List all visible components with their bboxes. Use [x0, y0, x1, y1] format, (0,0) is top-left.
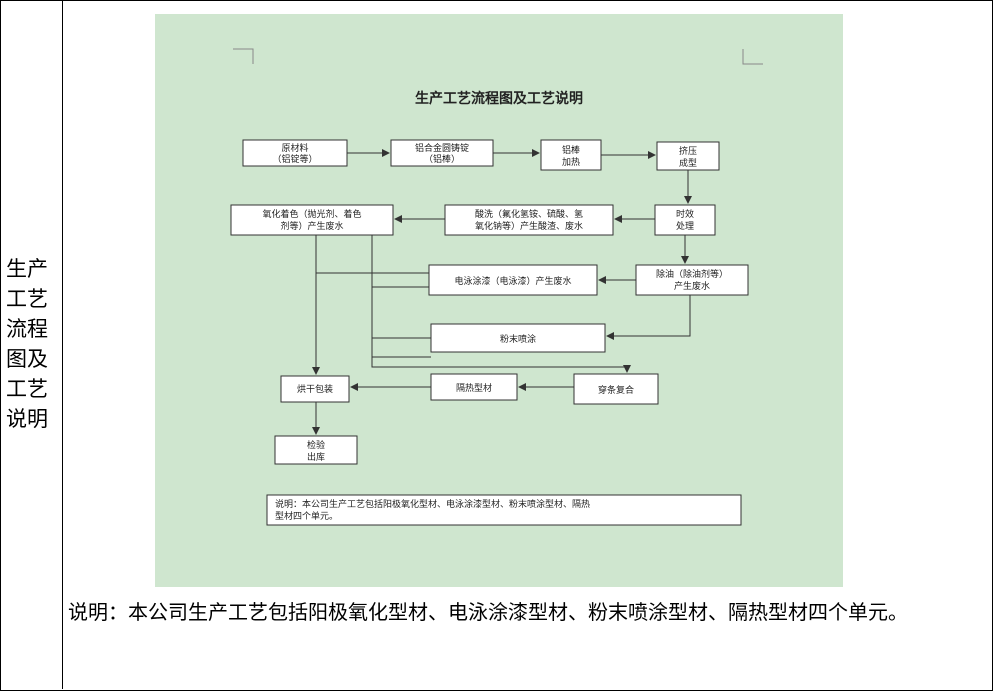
note-line: 型材四个单元。	[275, 510, 338, 522]
node-text: （铝锭等）	[272, 153, 317, 165]
corner-mark	[742, 49, 763, 65]
node-text: 处理	[676, 220, 694, 232]
box-oxidation-coloring	[230, 204, 394, 236]
row-label-line: 生产	[6, 257, 48, 281]
node-text: 氧化钠等）产生酸渣、废水	[475, 220, 583, 232]
corner-mark	[233, 48, 254, 64]
arrow	[371, 235, 631, 373]
process-flow-figure: 生产工艺流程图及工艺说明	[155, 14, 843, 587]
node-text: 剂等）产生废水	[280, 220, 343, 232]
row-label-line: 说明	[6, 407, 48, 431]
box-pickling	[444, 204, 614, 236]
row-label-line: 图及	[6, 347, 48, 371]
node-text: 铝棒	[562, 144, 580, 156]
box-alloy-casting	[390, 139, 494, 167]
column-divider	[62, 0, 63, 689]
process-description: 说明：本公司生产工艺包括阳极氧化型材、电泳涂漆型材、粉末喷涂型材、隔热型材四个单…	[68, 600, 908, 624]
node-text: 烘干包装	[297, 383, 333, 395]
box-extrusion	[656, 141, 720, 171]
node-text: 酸洗（氟化氢铵、硫酸、氢	[475, 208, 583, 220]
row-label-line: 工艺	[6, 287, 48, 311]
node-text: （铝棒）	[424, 153, 460, 165]
row-label-line: 工艺	[6, 377, 48, 401]
node-text: 穿条复合	[598, 384, 634, 396]
box-degreasing	[635, 264, 749, 296]
node-text: 原材料	[281, 142, 308, 154]
box-drying-packing	[280, 375, 350, 403]
figure-title: 生产工艺流程图及工艺说明	[415, 90, 583, 107]
row-label-line: 流程	[6, 317, 48, 341]
node-text: 铝合金圆铸锭	[415, 142, 469, 154]
box-powder-coating	[430, 323, 606, 353]
box-inspection	[274, 435, 358, 465]
node-text: 检验	[307, 439, 325, 451]
box-raw-material	[242, 139, 348, 167]
node-text: 成型	[679, 157, 697, 169]
node-text: 加热	[562, 156, 580, 168]
arrow	[606, 295, 691, 340]
flowchart-svg: 生产工艺流程图及工艺说明	[230, 48, 763, 526]
box-strip-composite	[573, 373, 659, 405]
node-text: 电泳涂漆（电泳漆）产生废水	[454, 275, 571, 287]
node-text: 氧化着色（抛光剂、着色	[262, 208, 361, 220]
node-text: 除油（除油剂等）	[656, 268, 728, 280]
node-text: 隔热型材	[456, 382, 492, 394]
row-label: 生产 工艺 流程 图及 工艺 说明	[6, 254, 58, 434]
box-electrophoresis	[428, 264, 598, 296]
node-text: 产生废水	[674, 280, 710, 292]
note-box	[266, 494, 742, 526]
node-text: 时效	[676, 208, 694, 220]
node-text: 挤压	[679, 145, 697, 157]
node-text: 出库	[307, 451, 325, 463]
note-line: 说明：本公司生产工艺包括阳极氧化型材、电泳涂漆型材、粉末喷涂型材、隔热	[275, 498, 590, 510]
node-text: 粉末喷涂	[500, 333, 536, 345]
